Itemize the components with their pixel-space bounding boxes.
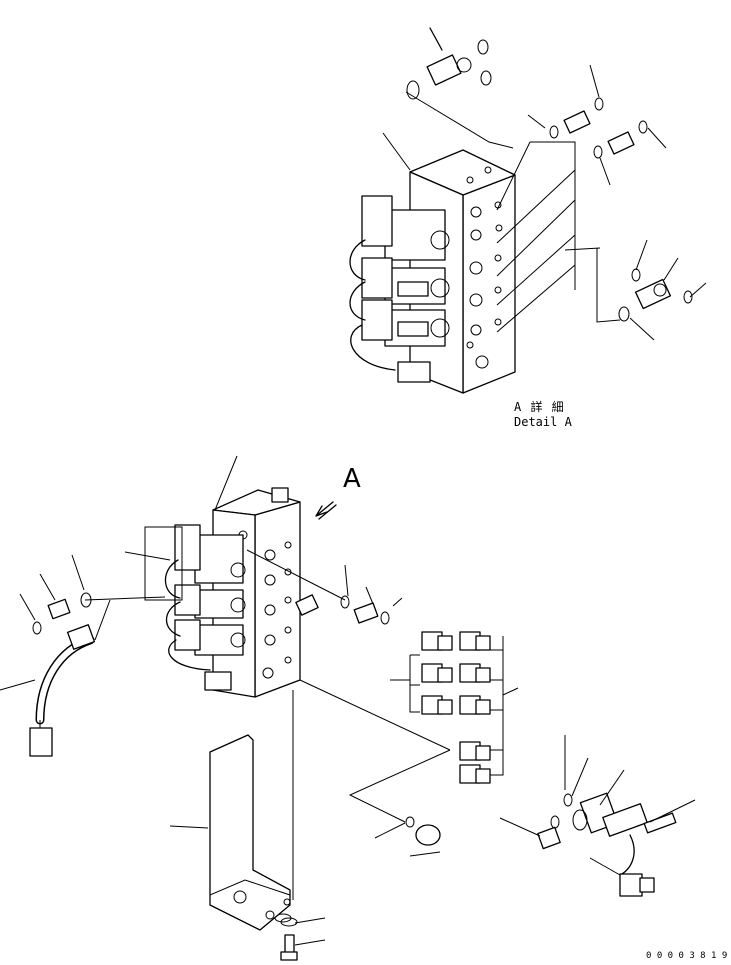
pressure-sensor-left xyxy=(29,624,96,757)
fitting-elbow-top xyxy=(426,27,472,86)
drawing-number: 0 0 0 0 3 8 1 9 xyxy=(646,951,728,961)
bolt-washer xyxy=(280,917,298,961)
main-block-front xyxy=(254,501,301,698)
main-wire-harness xyxy=(164,559,211,671)
valve-block-front xyxy=(462,174,516,394)
leader-lines-main xyxy=(0,455,696,946)
leader-lines-detail xyxy=(382,64,707,341)
detail-caption-en: Detail A xyxy=(514,415,572,429)
solenoid-stack xyxy=(361,195,450,347)
speed-sensor-assembly xyxy=(537,792,677,897)
solenoid-connector-bank xyxy=(421,631,491,784)
o-rings-main xyxy=(32,592,573,923)
view-arrow-double xyxy=(318,504,337,520)
view-arrow xyxy=(315,501,334,517)
fitting-adapter-2 xyxy=(607,131,635,155)
side-fitting xyxy=(295,594,319,616)
main-solenoid-stack xyxy=(174,524,246,656)
mounting-bracket xyxy=(209,734,291,931)
main-valve-assembly xyxy=(164,487,319,698)
main-connector xyxy=(204,671,232,691)
fitting-adapter-1 xyxy=(563,110,591,134)
detail-caption-jp: A 詳 細 xyxy=(514,400,565,414)
wire-harness xyxy=(349,239,396,371)
plug-right xyxy=(353,602,379,624)
detail-a-valve-assembly xyxy=(349,27,707,394)
plug-left xyxy=(47,598,71,620)
view-marker-label: A xyxy=(343,464,361,494)
cap xyxy=(415,824,441,846)
fitting-elbow-lower xyxy=(634,278,672,310)
connector xyxy=(397,361,431,383)
top-fitting xyxy=(271,487,289,503)
